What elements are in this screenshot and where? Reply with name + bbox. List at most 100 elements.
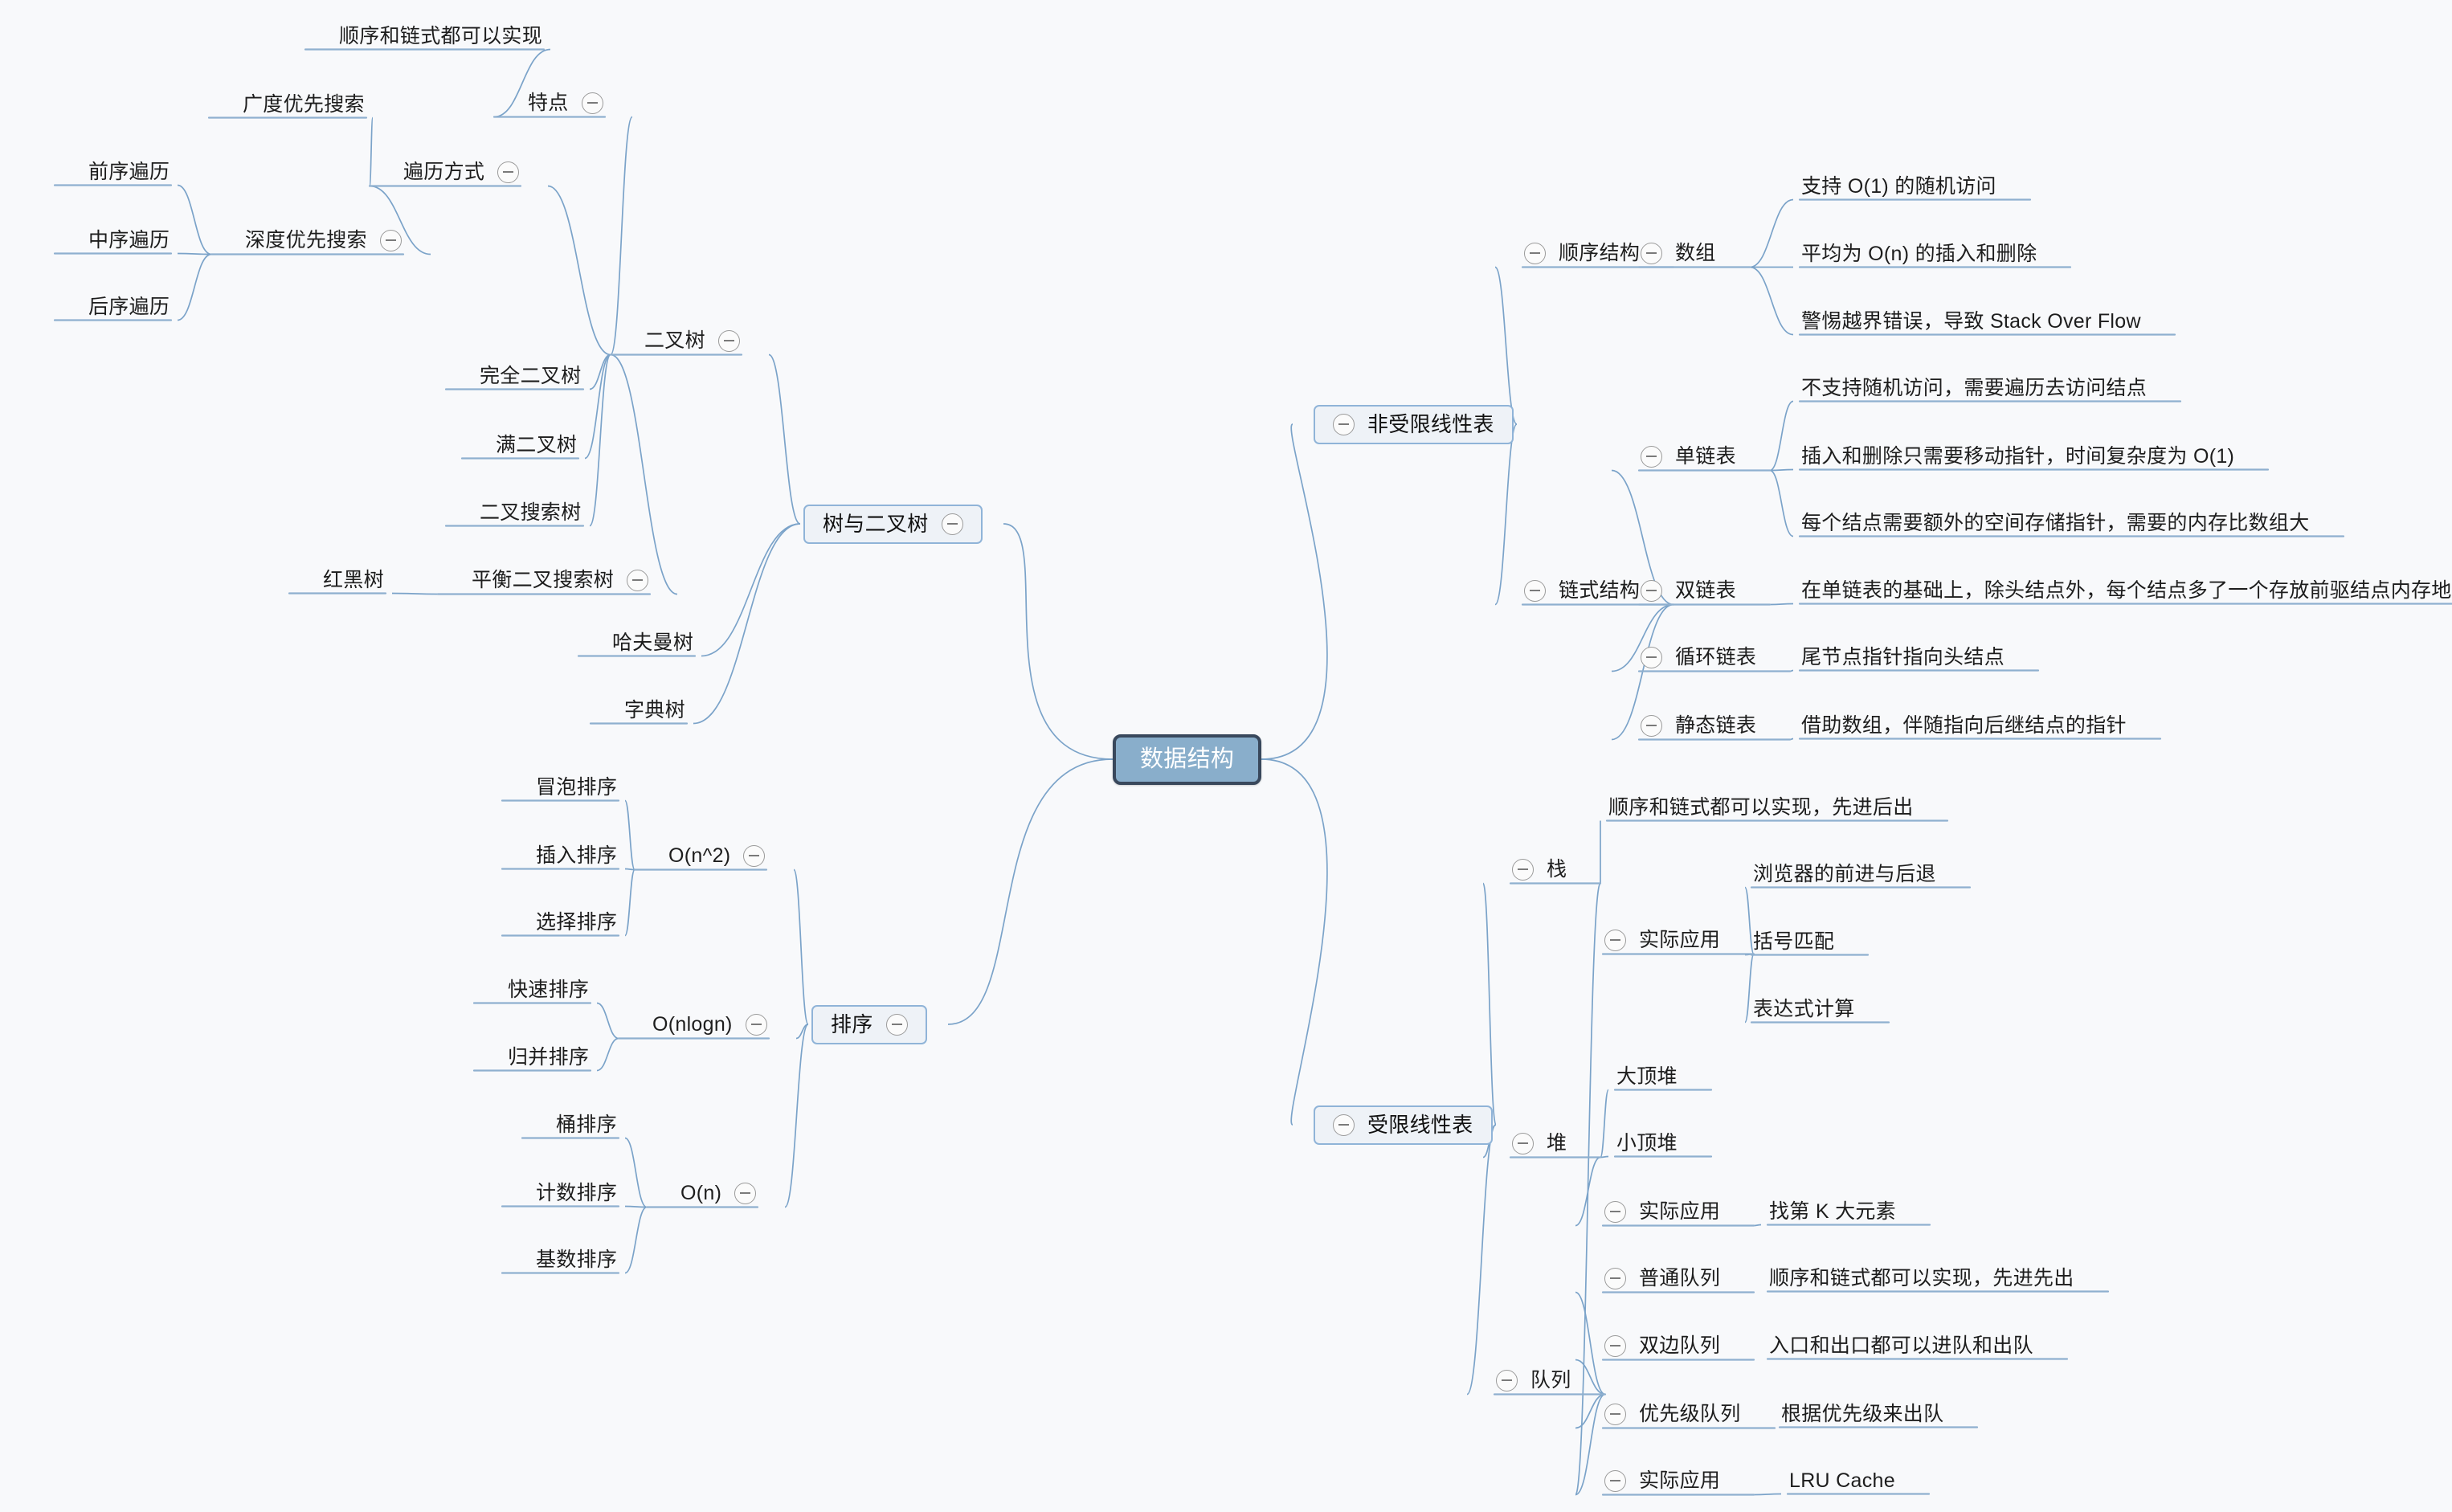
topic-node[interactable]: 不支持随机访问，需要遍历去访问结点 [1800, 378, 2148, 398]
minus-circle-icon[interactable] [1604, 1200, 1626, 1223]
topic-node[interactable]: 每个结点需要额外的空间存储指针，需要的内存比数组大 [1800, 513, 2311, 533]
minus-circle-icon[interactable] [379, 229, 402, 251]
branch-node[interactable]: 树与二叉树 [803, 504, 983, 544]
topic-node[interactable]: 普通队列 [1603, 1267, 1722, 1289]
topic-node[interactable]: 浏览器的前进与后退 [1751, 864, 1938, 885]
topic-node[interactable]: 顺序和链式都可以实现，先进先出 [1767, 1268, 2076, 1289]
minus-circle-icon[interactable] [1604, 929, 1626, 951]
minus-circle-icon[interactable] [1641, 714, 1662, 737]
topic-node[interactable]: 插入排序 [534, 845, 619, 866]
topic-node[interactable]: 哈夫曼树 [611, 632, 695, 653]
topic-node[interactable]: 单链表 [1639, 445, 1738, 468]
topic-node[interactable]: 栈 [1510, 858, 1568, 881]
topic-node[interactable]: 顺序结构 [1522, 242, 1641, 264]
topic-node[interactable]: 冒泡排序 [534, 777, 619, 798]
topic-node[interactable]: 字典树 [623, 700, 687, 721]
topic-node[interactable]: 循环链表 [1639, 646, 1758, 668]
topic-node[interactable]: 满二叉树 [494, 435, 578, 456]
minus-circle-icon[interactable] [1604, 1403, 1626, 1425]
topic-node[interactable]: 静态链表 [1639, 714, 1758, 737]
minus-circle-icon[interactable] [885, 1013, 908, 1036]
topic-node[interactable]: 根据优先级来出队 [1780, 1404, 1945, 1424]
minus-circle-icon[interactable] [1512, 1132, 1534, 1154]
topic-node[interactable]: 实际应用 [1603, 1469, 1722, 1492]
minus-circle-icon[interactable] [497, 161, 520, 183]
branch-node[interactable]: 受限线性表 [1314, 1105, 1493, 1145]
topic-node[interactable]: 插入和删除只需要移动指针，时间复杂度为 O(1) [1800, 446, 2236, 467]
topic-node[interactable]: 找第 K 大元素 [1767, 1201, 1898, 1222]
topic-node[interactable]: 后序遍历 [87, 296, 171, 317]
topic-node[interactable]: 链式结构 [1522, 579, 1641, 602]
minus-circle-icon[interactable] [1524, 242, 1546, 264]
minus-circle-icon[interactable] [743, 844, 766, 867]
topic-node[interactable]: O(n^2) [667, 844, 766, 867]
topic-node[interactable]: 计数排序 [534, 1183, 619, 1203]
minus-circle-icon[interactable] [1333, 1114, 1355, 1136]
topic-node[interactable]: 堆 [1510, 1131, 1568, 1154]
topic-node[interactable]: 选择排序 [534, 912, 619, 933]
minus-circle-icon[interactable] [1641, 646, 1662, 668]
topic-node[interactable]: 优先级队列 [1603, 1403, 1743, 1425]
topic-node[interactable]: 实际应用 [1603, 1200, 1722, 1223]
topic-node[interactable]: 红黑树 [321, 570, 386, 590]
topic-node[interactable]: 广度优先搜索 [241, 94, 366, 115]
topic-node[interactable]: 警惕越界错误，导致 Stack Over Flow [1800, 311, 2143, 332]
topic-node[interactable]: 大顶堆 [1615, 1066, 1679, 1087]
topic-node[interactable]: 在单链表的基础上，除头结点外，每个结点多了一个存放前驱结点内存地址的指针 [1800, 580, 2452, 601]
topic-node[interactable]: 顺序和链式都可以实现，先进后出 [1607, 797, 1915, 818]
topic-node[interactable]: LRU Cache [1788, 1470, 1897, 1491]
minus-circle-icon[interactable] [1512, 858, 1534, 881]
topic-node[interactable]: 尾节点指针指向头结点 [1800, 647, 2006, 668]
minus-circle-icon[interactable] [1524, 579, 1546, 602]
node-label: 堆 [1547, 1131, 1567, 1154]
topic-node[interactable]: 顺序和链式都可以实现 [337, 26, 544, 47]
branch-node[interactable]: 排序 [811, 1004, 927, 1044]
topic-node[interactable]: 快速排序 [506, 979, 591, 1000]
topic-node[interactable]: 支持 O(1) 的随机访问 [1800, 176, 1998, 197]
minus-circle-icon[interactable] [734, 1182, 757, 1204]
topic-node[interactable]: O(n) [679, 1182, 758, 1204]
topic-node[interactable]: 数组 [1639, 242, 1718, 264]
topic-node[interactable]: 深度优先搜索 [243, 229, 403, 251]
minus-circle-icon[interactable] [717, 329, 740, 352]
minus-circle-icon[interactable] [627, 569, 649, 591]
minus-circle-icon[interactable] [1604, 1334, 1626, 1357]
node-label: 实际应用 [1639, 1469, 1721, 1492]
topic-node[interactable]: 入口和出口都可以进队和出队 [1767, 1335, 2035, 1356]
minus-circle-icon[interactable] [581, 92, 603, 114]
topic-node[interactable]: 前序遍历 [87, 161, 171, 182]
topic-node[interactable]: 借助数组，伴随指向后继结点的指针 [1800, 715, 2128, 736]
topic-node[interactable]: 特点 [526, 92, 605, 114]
topic-node[interactable]: 遍历方式 [402, 161, 521, 183]
minus-circle-icon[interactable] [1604, 1469, 1626, 1492]
minus-circle-icon[interactable] [1333, 413, 1355, 435]
topic-node[interactable]: 实际应用 [1603, 929, 1722, 951]
topic-node[interactable]: 归并排序 [506, 1045, 591, 1069]
topic-node[interactable]: 括号匹配 [1751, 931, 1836, 952]
topic-node[interactable]: 表达式计算 [1751, 999, 1857, 1020]
topic-node[interactable]: 双边队列 [1603, 1334, 1722, 1357]
minus-circle-icon[interactable] [1496, 1369, 1518, 1391]
topic-node[interactable]: 二叉树 [643, 329, 742, 352]
topic-node[interactable]: 双链表 [1639, 579, 1738, 602]
node-label: 归并排序 [508, 1045, 590, 1069]
minus-circle-icon[interactable] [1641, 445, 1662, 468]
topic-node[interactable]: O(nlogn) [651, 1013, 769, 1036]
minus-circle-icon[interactable] [1641, 242, 1662, 264]
minus-circle-icon[interactable] [1641, 579, 1662, 602]
topic-node[interactable]: 基数排序 [534, 1249, 619, 1270]
topic-node[interactable]: 平衡二叉搜索树 [470, 569, 650, 591]
topic-node[interactable]: 小顶堆 [1615, 1133, 1679, 1154]
minus-circle-icon[interactable] [1604, 1267, 1626, 1289]
topic-node[interactable]: 中序遍历 [87, 230, 171, 251]
topic-node[interactable]: 平均为 O(n) 的插入和删除 [1800, 243, 2038, 264]
minus-circle-icon[interactable] [745, 1013, 767, 1036]
root-node[interactable]: 数据结构 [1113, 734, 1262, 785]
topic-node[interactable]: 队列 [1494, 1369, 1573, 1391]
minus-circle-icon[interactable] [941, 513, 963, 535]
topic-node[interactable]: 完全二叉树 [478, 366, 583, 386]
branch-node[interactable]: 非受限线性表 [1314, 404, 1514, 444]
topic-node[interactable]: 桶排序 [554, 1114, 619, 1135]
topic-node[interactable]: 二叉搜索树 [478, 502, 583, 523]
